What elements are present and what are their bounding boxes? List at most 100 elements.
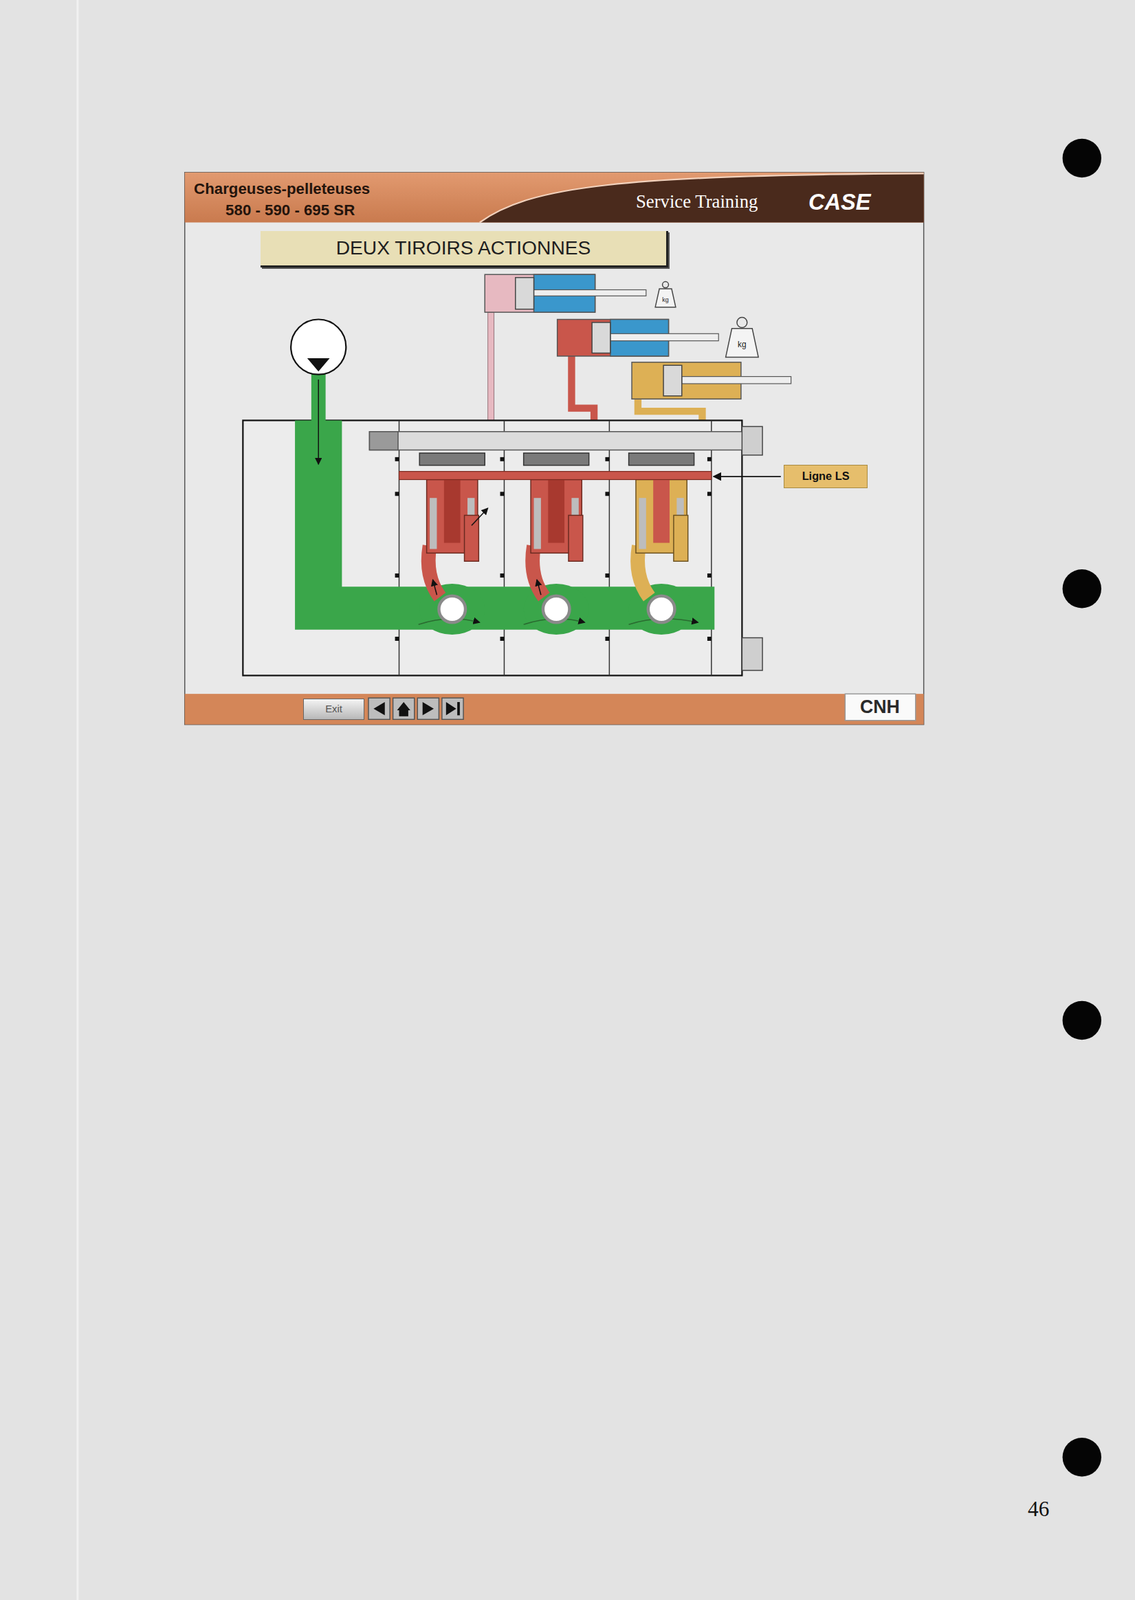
compensators-part bbox=[653, 479, 670, 544]
nav-buttons-part bbox=[393, 697, 415, 720]
weights bbox=[655, 281, 759, 358]
header-brand: Service Training bbox=[635, 191, 758, 212]
exit-button: Exit bbox=[303, 698, 365, 720]
compensators-part bbox=[444, 479, 461, 544]
valve-body-part-part bbox=[604, 636, 610, 641]
valve-body-part-part bbox=[395, 636, 400, 641]
pump-flow-part bbox=[294, 420, 715, 630]
cylinders-part bbox=[663, 365, 682, 396]
nav-buttons-part bbox=[457, 701, 460, 715]
compensators bbox=[399, 453, 712, 623]
valve-body-part bbox=[369, 431, 755, 451]
weight-label: kg bbox=[662, 296, 669, 304]
callout-box: Ligne LS bbox=[783, 464, 868, 489]
nav-buttons-part bbox=[417, 697, 439, 720]
slide-frame-part bbox=[479, 173, 924, 223]
paper-part bbox=[1062, 138, 1102, 178]
cylinders-part bbox=[610, 333, 719, 341]
pump-flow bbox=[290, 319, 715, 636]
weights-part bbox=[655, 288, 676, 308]
weights-part bbox=[662, 281, 669, 289]
title-box: DEUX TIROIRS ACTIONNES bbox=[260, 230, 669, 268]
compensators-part bbox=[399, 471, 712, 480]
nav-buttons-part bbox=[368, 697, 390, 720]
slide-frame bbox=[184, 172, 924, 725]
compensators-part bbox=[638, 497, 646, 549]
slide-frame-part bbox=[184, 693, 924, 725]
valve-body-part-part bbox=[604, 573, 610, 578]
nav-buttons-part bbox=[446, 701, 457, 715]
box-text: Exit bbox=[325, 703, 343, 715]
valve-body-part-part bbox=[707, 636, 712, 641]
slide-frame-part bbox=[844, 693, 916, 721]
pump-flow-part bbox=[290, 319, 346, 375]
valve-body-part-part bbox=[500, 636, 505, 641]
valve-body-part bbox=[741, 426, 763, 456]
compensators-part bbox=[419, 453, 485, 466]
weights-part bbox=[736, 317, 748, 328]
ls-leader bbox=[713, 475, 781, 477]
weights-part bbox=[725, 328, 759, 358]
compensators-part bbox=[568, 514, 583, 561]
valve-body-part-part bbox=[500, 573, 505, 578]
compensators-part bbox=[673, 514, 689, 561]
pump-flow-part bbox=[307, 358, 330, 372]
slide-title: DEUX TIROIRS ACTIONNES bbox=[336, 237, 592, 259]
compensators-part bbox=[648, 596, 676, 623]
valve-body-part-part bbox=[395, 491, 400, 496]
valve-body-part-part bbox=[604, 457, 610, 462]
cylinders-part bbox=[534, 289, 647, 296]
valve-body-part-part bbox=[395, 573, 400, 578]
paper-part bbox=[1062, 1000, 1102, 1040]
model-numbers: 580 - 590 - 695 SR bbox=[225, 202, 355, 219]
compensators-part bbox=[543, 596, 570, 623]
compensators-part bbox=[536, 579, 542, 595]
cylinders-part bbox=[591, 322, 611, 354]
slide-frame-part bbox=[184, 172, 924, 223]
valve-body-part-part bbox=[707, 491, 712, 496]
compensators-part bbox=[438, 596, 466, 623]
brand-logo: CASE bbox=[808, 189, 872, 215]
header-text: Chargeuses-pelleteuses bbox=[193, 180, 370, 198]
compensators-part bbox=[547, 479, 565, 544]
compensators-part bbox=[433, 579, 438, 595]
valve-body-part-part bbox=[707, 573, 712, 578]
slide-frame-part bbox=[184, 172, 924, 725]
nav-buttons-part bbox=[442, 697, 464, 720]
nav-buttons-part bbox=[422, 701, 434, 715]
valve-body-part-part bbox=[395, 457, 400, 462]
valve-body-part bbox=[395, 457, 712, 641]
nav-buttons-part bbox=[373, 701, 385, 715]
company-logo: CNH bbox=[860, 697, 900, 718]
nav-buttons bbox=[368, 697, 464, 720]
valve-body-part-part bbox=[500, 491, 505, 496]
valve-body bbox=[242, 420, 763, 676]
paper-part bbox=[76, 0, 79, 1600]
valve-body-part bbox=[741, 637, 763, 671]
weight-label: kg bbox=[737, 340, 747, 350]
pump-flow-part bbox=[317, 379, 319, 465]
valve-body-part bbox=[369, 431, 399, 451]
valve-body-part-part bbox=[500, 457, 505, 462]
box-text: Ligne LS bbox=[802, 470, 850, 483]
ls-leader-part bbox=[713, 475, 781, 478]
slide-frame-part bbox=[479, 173, 924, 223]
paper-part bbox=[1062, 569, 1102, 608]
page-number: 46 bbox=[1027, 1497, 1050, 1521]
compensators-part bbox=[629, 453, 695, 466]
compensators-part bbox=[429, 497, 437, 549]
compensators-part bbox=[534, 497, 542, 549]
compensators-part bbox=[464, 514, 480, 561]
compensators-part bbox=[471, 508, 489, 526]
valve-body-part-part bbox=[707, 457, 712, 462]
nav-buttons-part bbox=[397, 701, 411, 717]
compensators-part bbox=[523, 453, 590, 466]
valve-body-part-part bbox=[604, 491, 610, 496]
cylinders-part bbox=[515, 277, 535, 310]
paper-part bbox=[1062, 1437, 1102, 1476]
cylinders-part bbox=[681, 376, 792, 384]
valve-body-part bbox=[242, 420, 742, 676]
